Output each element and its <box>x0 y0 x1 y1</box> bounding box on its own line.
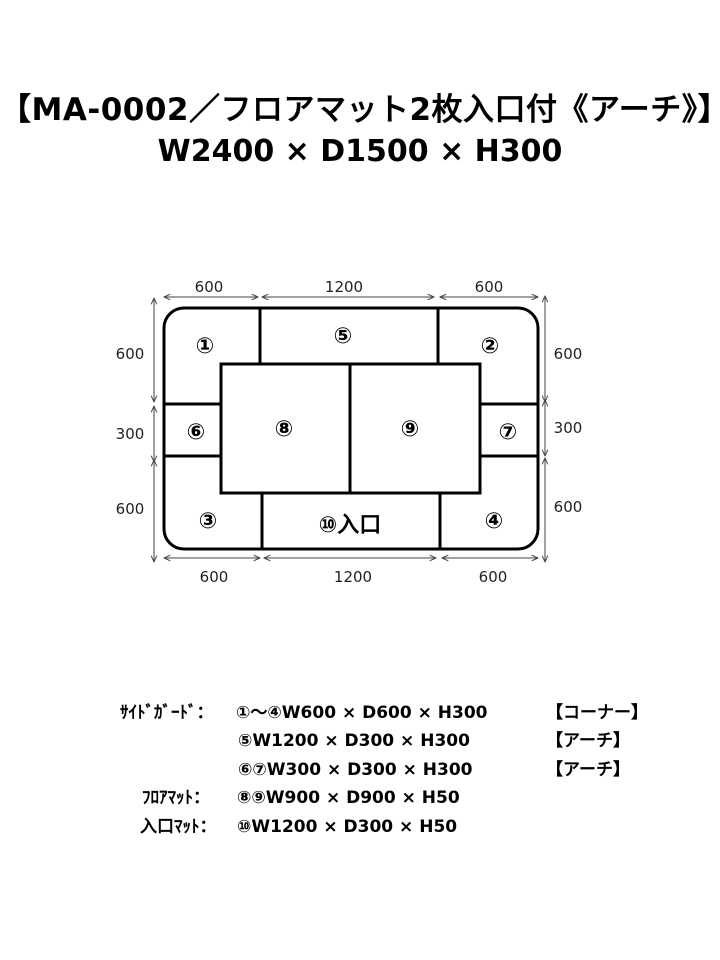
piece-boundaries <box>164 308 538 549</box>
spec-label: 入口ﾏｯﾄ： <box>140 817 217 837</box>
spec-tag: 【アーチ】 <box>546 760 630 780</box>
piece-7-label: ⑦ <box>499 420 518 445</box>
page-title: 【MA-0002／フロアマット2枚入口付《アーチ》】 <box>0 92 720 128</box>
dim-right-middle: 300 <box>554 419 583 437</box>
spec-tag: 【コーナー】 <box>546 703 648 723</box>
spec-row: ﾌﾛｱﾏｯﾄ： ⑧⑨W900 × D900 × H50 <box>0 786 720 810</box>
piece-10-label: ⑩入口 <box>319 513 382 538</box>
spec-label: ﾌﾛｱﾏｯﾄ： <box>142 788 210 808</box>
dim-left-bottom: 600 <box>116 500 145 518</box>
piece-6-label: ⑥ <box>187 420 206 445</box>
spec-row: 入口ﾏｯﾄ： ⑩W1200 × D300 × H50 <box>0 815 720 839</box>
spec-row: ｻｲﾄﾞｶﾞｰﾄﾞ： ①～④W600 × D600 × H300 【コーナー】 <box>0 701 720 725</box>
piece-2-label: ② <box>481 334 500 359</box>
spec-detail: ⑥⑦W300 × D300 × H300 <box>238 760 473 780</box>
spec-detail: ⑧⑨W900 × D900 × H50 <box>237 788 460 808</box>
outer-frame <box>162 306 540 551</box>
spec-row: ⑤W1200 × D300 × H300 【アーチ】 <box>0 729 720 753</box>
dim-right-top: 600 <box>554 345 583 363</box>
piece-5-label: ⑤ <box>334 324 353 349</box>
spec-label: ｻｲﾄﾞｶﾞｰﾄﾞ： <box>120 703 214 723</box>
dimension-lines <box>154 296 545 562</box>
piece-1-label: ① <box>196 334 215 359</box>
spec-detail: ⑤W1200 × D300 × H300 <box>238 731 470 751</box>
dim-top-right: 600 <box>475 278 504 296</box>
dim-left-top: 600 <box>116 345 145 363</box>
dim-top-middle: 1200 <box>325 278 363 296</box>
piece-4-label: ④ <box>485 509 504 534</box>
spec-detail: ①～④W600 × D600 × H300 <box>236 703 488 723</box>
dim-left-middle: 300 <box>116 425 145 443</box>
dim-bottom-middle: 1200 <box>334 568 372 586</box>
page-subtitle-dimensions: W2400 × D1500 × H300 <box>157 134 563 169</box>
spec-detail: ⑩W1200 × D300 × H50 <box>237 817 458 837</box>
dim-top-left: 600 <box>195 278 224 296</box>
dim-right-bottom: 600 <box>554 498 583 516</box>
spec-tag: 【アーチ】 <box>546 731 630 751</box>
piece-9-label: ⑨ <box>401 417 420 442</box>
dim-bottom-left: 600 <box>200 568 229 586</box>
dim-bottom-right: 600 <box>479 568 508 586</box>
spec-row: ⑥⑦W300 × D300 × H300 【アーチ】 <box>0 758 720 782</box>
piece-3-label: ③ <box>199 509 218 534</box>
piece-8-label: ⑧ <box>275 417 294 442</box>
